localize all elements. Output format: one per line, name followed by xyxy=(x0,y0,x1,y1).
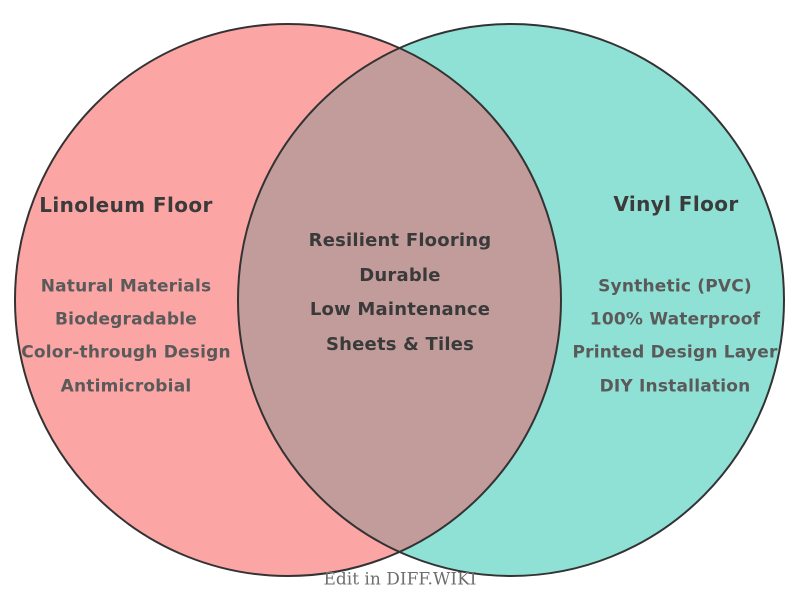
edit-link[interactable]: Edit in DIFF.WIKI xyxy=(323,569,477,590)
right-circle-title: Vinyl Floor xyxy=(613,192,739,216)
intersection-region xyxy=(238,24,561,576)
left-item: Color-through Design xyxy=(21,342,231,363)
right-item: Printed Design Layer xyxy=(572,342,778,363)
right-item: Synthetic (PVC) xyxy=(598,276,752,297)
right-item: 100% Waterproof xyxy=(589,309,761,330)
intersection-item: Resilient Flooring xyxy=(308,230,492,251)
intersection-item: Durable xyxy=(359,265,441,286)
intersection-item: Sheets & Tiles xyxy=(325,334,475,355)
left-item: Natural Materials xyxy=(40,276,212,297)
right-item: DIY Installation xyxy=(599,376,751,397)
intersection-item: Low Maintenance xyxy=(309,299,491,320)
right-circle-outline xyxy=(237,23,785,577)
left-circle-outline xyxy=(14,23,562,577)
left-circle-title: Linoleum Floor xyxy=(39,193,213,217)
left-item: Antimicrobial xyxy=(60,376,192,397)
left-item: Biodegradable xyxy=(55,309,197,330)
